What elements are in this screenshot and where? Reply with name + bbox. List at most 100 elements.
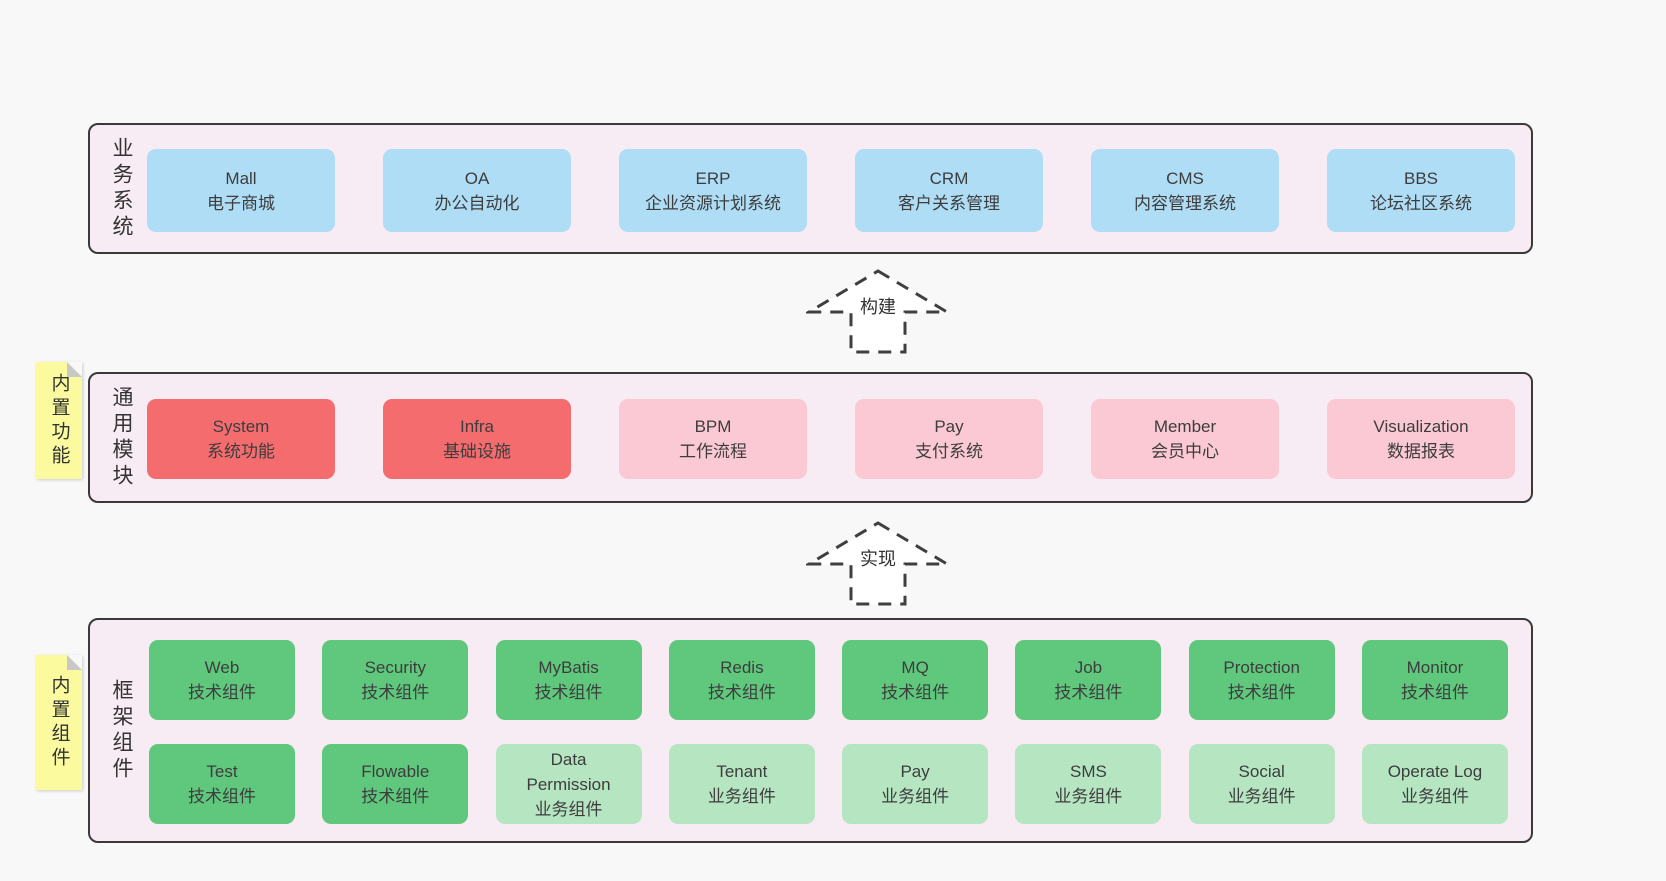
arrow-build-label: 构建 [856, 293, 900, 319]
box-subtitle: 业务组件 [1054, 787, 1123, 806]
box-subtitle: 工作流程 [679, 442, 747, 461]
box-subtitle: 会员中心 [1151, 442, 1219, 461]
box-sms: SMS 业务组件 [1015, 744, 1162, 824]
box-subtitle: 技术组件 [1054, 683, 1123, 702]
box-name: Infra [459, 417, 495, 436]
box-name: MyBatis [538, 658, 599, 677]
box-subtitle: 论坛社区系统 [1370, 193, 1472, 213]
box-infra: Infra 基础设施 [383, 399, 571, 479]
box-security: Security 技术组件 [322, 640, 469, 720]
box-subtitle: 业务组件 [534, 799, 603, 819]
note-text: 内置组件 [48, 674, 70, 771]
box-subtitle: 业务组件 [881, 787, 950, 806]
box-subtitle: 技术组件 [881, 683, 950, 702]
box-subtitle: 技术组件 [534, 683, 603, 702]
box-mall: Mall 电子商城 [147, 149, 335, 232]
layer-business-label: 业务系统 [100, 125, 142, 252]
box-web: Web 技术组件 [149, 640, 295, 720]
box-name: CMS [1166, 168, 1204, 188]
box-name: Protection [1223, 658, 1300, 677]
box-erp: ERP 企业资源计划系统 [619, 149, 807, 232]
box-job: Job 技术组件 [1015, 640, 1162, 720]
box-name: OA [464, 168, 490, 188]
box-subtitle: 办公自动化 [434, 193, 520, 213]
box-data-permission: Data Permission 业务组件 [495, 744, 642, 824]
box-system: System 系统功能 [147, 399, 335, 479]
business-box-row: Mall 电子商城 OA 办公自动化 ERP 企业资源计划系统 CRM 客户关系… [147, 149, 1515, 232]
box-subtitle: 技术组件 [1227, 683, 1296, 702]
box-name: ERP [695, 168, 731, 188]
box-flowable: Flowable 技术组件 [322, 744, 469, 824]
box-member: Member 会员中心 [1091, 399, 1279, 479]
box-subtitle: 企业资源计划系统 [645, 193, 781, 213]
note-builtin-features: 内置功能 [36, 362, 82, 479]
arrow-implement-label: 实现 [856, 545, 900, 571]
box-crm: CRM 客户关系管理 [855, 149, 1043, 232]
box-test: Test 技术组件 [149, 744, 295, 824]
box-bpm: BPM 工作流程 [619, 399, 807, 479]
box-name: Social [1238, 762, 1285, 781]
arrow-implement: 实现 [806, 520, 950, 608]
box-subtitle: 内容管理系统 [1134, 193, 1236, 213]
box-subtitle: 电子商城 [207, 193, 275, 213]
box-subtitle: 技术组件 [361, 683, 430, 702]
box-name: Security [364, 658, 426, 677]
box-tenant: Tenant 业务组件 [668, 744, 815, 824]
box-name: BPM [694, 417, 732, 436]
box-name: System [212, 417, 270, 436]
box-name: Member [1153, 417, 1217, 436]
layer-framework-label: 框架组件 [100, 620, 142, 841]
box-cms: CMS 内容管理系统 [1091, 149, 1279, 232]
box-subtitle: 客户关系管理 [898, 193, 1000, 213]
box-subtitle: 业务组件 [707, 787, 776, 806]
box-subtitle: 业务组件 [1227, 787, 1296, 806]
box-pay-component: Pay 业务组件 [842, 744, 989, 824]
box-oa: OA 办公自动化 [383, 149, 571, 232]
box-name: CRM [929, 168, 969, 188]
box-pay: Pay 支付系统 [855, 399, 1043, 479]
box-protection: Protection 技术组件 [1188, 640, 1335, 720]
box-social: Social 业务组件 [1188, 744, 1335, 824]
box-name: Redis [720, 658, 764, 677]
box-subtitle: 技术组件 [707, 683, 776, 702]
box-operate-log: Operate Log 业务组件 [1361, 744, 1508, 824]
layer-common-modules: 通用模块 System 系统功能 Infra 基础设施 BPM 工作流程 Pay… [88, 372, 1533, 503]
box-subtitle: 业务组件 [1400, 787, 1469, 806]
note-builtin-components: 内置组件 [36, 655, 82, 790]
box-mybatis: MyBatis 技术组件 [495, 640, 642, 720]
framework-box-row-2: Test 技术组件 Flowable 技术组件 Data Permission … [149, 744, 1508, 824]
box-name: SMS [1069, 762, 1107, 781]
box-name: Operate Log [1387, 762, 1483, 781]
box-subtitle: 支付系统 [915, 442, 983, 461]
box-name: Flowable [361, 762, 430, 781]
box-subtitle: 技术组件 [188, 787, 256, 806]
box-name: Pay [900, 762, 930, 781]
box-name: Test [206, 762, 238, 781]
box-redis: Redis 技术组件 [668, 640, 815, 720]
box-name: Job [1074, 658, 1103, 677]
layer-business-systems: 业务系统 Mall 电子商城 OA 办公自动化 ERP 企业资源计划系统 CRM… [88, 123, 1533, 254]
box-monitor: Monitor 技术组件 [1361, 640, 1508, 720]
box-name: Monitor [1406, 658, 1464, 677]
box-name: Tenant [716, 762, 768, 781]
common-box-row: System 系统功能 Infra 基础设施 BPM 工作流程 Pay 支付系统… [147, 399, 1515, 479]
box-subtitle: 技术组件 [1400, 683, 1469, 702]
box-name: Web [204, 658, 240, 677]
layer-label-text: 业务系统 [110, 136, 133, 241]
box-bbs: BBS 论坛社区系统 [1327, 149, 1515, 232]
box-name: Visualization [1373, 417, 1469, 436]
box-subtitle: 基础设施 [443, 442, 511, 461]
box-subtitle: 数据报表 [1387, 442, 1455, 461]
box-subtitle: 技术组件 [361, 787, 430, 806]
box-name: Data Permission [526, 749, 611, 794]
layer-framework-components: 框架组件 Web 技术组件 Security 技术组件 MyBatis 技术组件… [88, 618, 1533, 843]
layer-common-label: 通用模块 [100, 374, 142, 501]
box-visualization: Visualization 数据报表 [1327, 399, 1515, 479]
layer-label-text: 通用模块 [110, 385, 133, 490]
note-text: 内置功能 [48, 372, 70, 469]
framework-box-row-1: Web 技术组件 Security 技术组件 MyBatis 技术组件 Redi… [149, 640, 1508, 720]
box-subtitle: 系统功能 [207, 442, 275, 461]
box-name: Mall [225, 168, 257, 188]
box-subtitle: 技术组件 [188, 683, 256, 702]
arrow-build: 构建 [806, 268, 950, 356]
